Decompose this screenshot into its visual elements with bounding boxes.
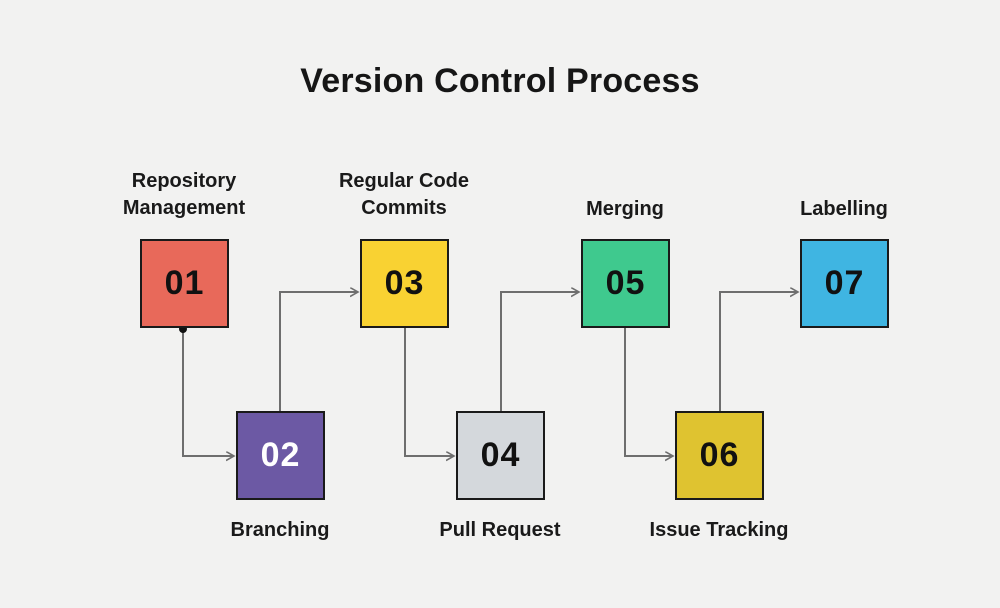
connector-03-04 bbox=[404, 328, 454, 456]
step-label-pull-request: Pull Request bbox=[439, 519, 561, 541]
step-box-03: 03 bbox=[360, 239, 449, 328]
step-label-labelling: Labelling bbox=[800, 198, 888, 220]
step-number-01: 01 bbox=[164, 264, 205, 302]
step-box-02: 02 bbox=[236, 411, 325, 500]
step-label-branching: Branching bbox=[230, 519, 330, 541]
step-number-04: 04 bbox=[480, 436, 521, 474]
step-box-01: 01 bbox=[140, 239, 229, 328]
step-box-04: 04 bbox=[456, 411, 545, 500]
step-number-02: 02 bbox=[260, 436, 301, 474]
diagram-title: Version Control Process bbox=[300, 62, 700, 100]
step-box-06: 06 bbox=[675, 411, 764, 500]
step-number-03: 03 bbox=[384, 264, 425, 302]
connector-02-03 bbox=[279, 292, 358, 411]
step-label-issue-tracking: Issue Tracking bbox=[649, 519, 789, 541]
step-box-05: 05 bbox=[581, 239, 670, 328]
connector-01-02 bbox=[182, 329, 234, 456]
step-number-05: 05 bbox=[605, 264, 646, 302]
connector-06-07 bbox=[719, 292, 798, 411]
step-label-repository-management: Repository Management bbox=[122, 170, 246, 219]
connector-04-05 bbox=[500, 292, 579, 411]
step-label-merging: Merging bbox=[586, 198, 664, 220]
step-number-07: 07 bbox=[824, 264, 865, 302]
step-label-regular-code-commits: Regular Code Commits bbox=[338, 170, 470, 219]
connector-05-06 bbox=[624, 328, 673, 456]
step-box-07: 07 bbox=[800, 239, 889, 328]
step-number-06: 06 bbox=[699, 436, 740, 474]
